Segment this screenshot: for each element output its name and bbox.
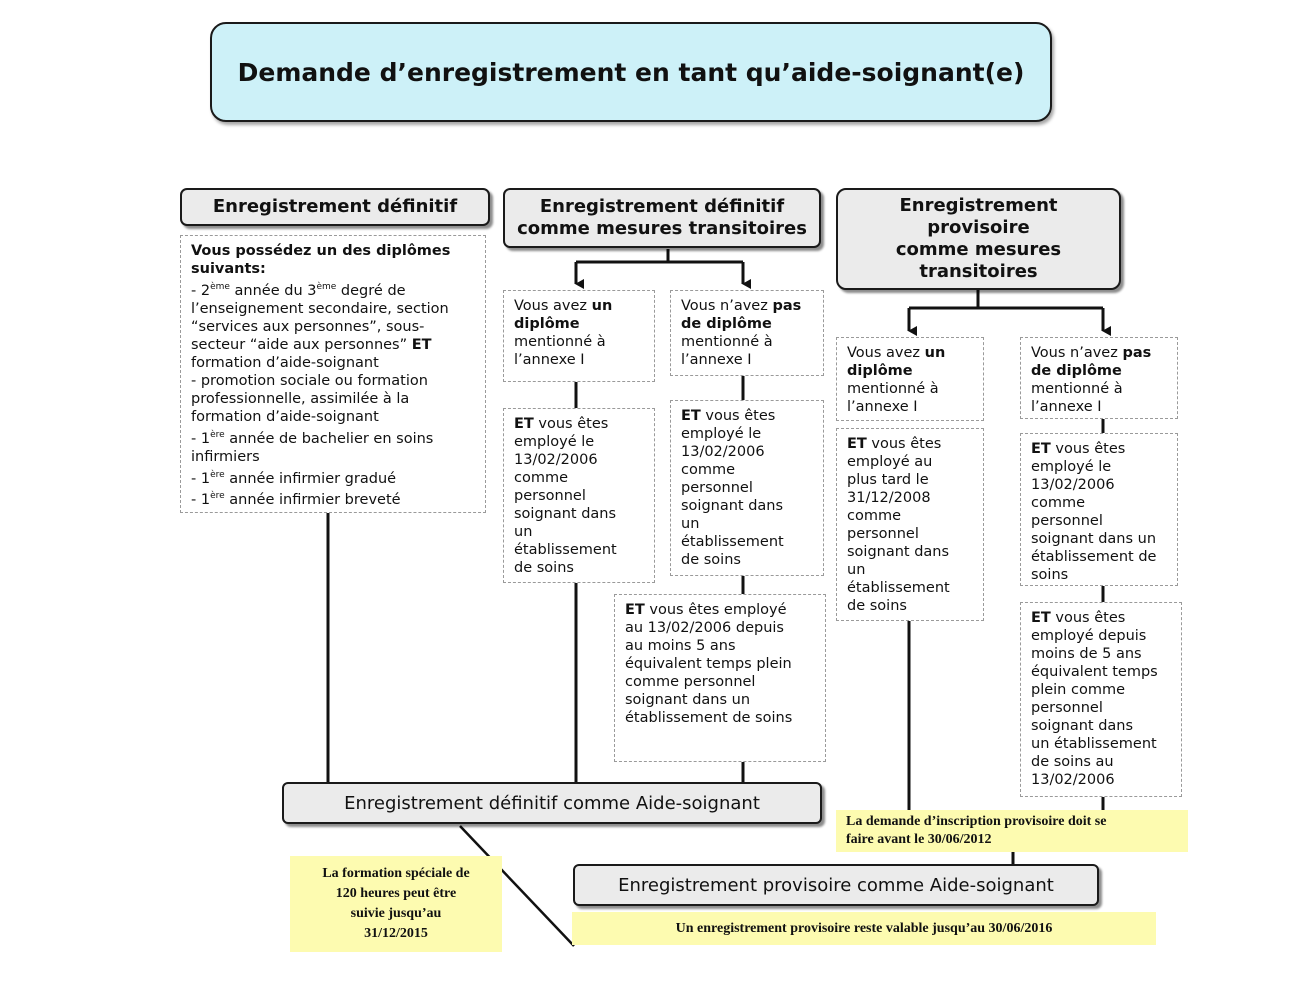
result-provisional-label: Enregistrement provisoire comme Aide-soi… — [618, 874, 1054, 896]
header-definitive-transitional: Enregistrement définitif comme mesures t… — [503, 188, 821, 248]
note-provisional-validity: Un enregistrement provisoire reste valab… — [572, 912, 1156, 945]
col3-employment-left: ET vous êtes employé au plus tard le 31/… — [836, 428, 984, 621]
diagram-title-box: Demande d’enregistrement en tant qu’aide… — [210, 22, 1052, 122]
col3-employment-less-5-years: ET vous êtes employé depuis moins de 5 a… — [1020, 602, 1182, 797]
col1-diploma-list: Vous possédez un des diplômes suivants: … — [180, 235, 486, 513]
col2-employment-5-years: ET vous êtes employé au 13/02/2006 depui… — [614, 594, 826, 762]
col1-item: - 1ère année infirmier gradué — [191, 469, 397, 487]
note-provisional-deadline: La demande d’inscription provisoire doit… — [836, 810, 1188, 852]
line-definitive-diagonal — [459, 825, 575, 947]
col2-condition-with-diploma: Vous avez un diplôme mentionné à l’annex… — [503, 290, 655, 382]
col1-item: - 1ère année de bachelier en soins infir… — [191, 429, 434, 465]
result-definitive: Enregistrement définitif comme Aide-soig… — [282, 782, 822, 824]
col1-intro: Vous possédez un des diplômes suivants: — [191, 243, 451, 277]
col2-condition-without-diploma: Vous n’avez pas de diplôme mentionné à l… — [670, 290, 824, 376]
col1-item: - 2ème année du 3ème degré de l’enseigne… — [191, 282, 449, 371]
header-provisional-transitional-label: Enregistrement provisoire comme mesures … — [895, 195, 1062, 282]
col3-condition-without-diploma: Vous n’avez pas de diplôme mentionné à l… — [1020, 337, 1178, 419]
header-definitive-transitional-label: Enregistrement définitif comme mesures t… — [517, 196, 807, 239]
note-special-training: La formation spéciale de 120 heures peut… — [290, 856, 502, 952]
diagram-title: Demande d’enregistrement en tant qu’aide… — [237, 57, 1025, 87]
col2-employment-right: ET vous êtes employé le 13/02/2006 comme… — [670, 400, 824, 576]
result-definitive-label: Enregistrement définitif comme Aide-soig… — [344, 792, 760, 814]
header-provisional-transitional: Enregistrement provisoire comme mesures … — [836, 188, 1121, 290]
header-definitive: Enregistrement définitif — [180, 188, 490, 226]
header-definitive-label: Enregistrement définitif — [212, 196, 458, 217]
col3-condition-with-diploma: Vous avez un diplôme mentionné à l’annex… — [836, 337, 984, 421]
result-provisional: Enregistrement provisoire comme Aide-soi… — [573, 864, 1099, 906]
col3-employment-right: ET vous êtes employé le 13/02/2006 comme… — [1020, 433, 1178, 586]
col1-item: - 1ère année infirmier breveté — [191, 491, 401, 509]
col1-item: - promotion sociale ou formation profess… — [191, 372, 428, 425]
col2-employment-left: ET vous êtes employé le 13/02/2006 comme… — [503, 408, 655, 583]
